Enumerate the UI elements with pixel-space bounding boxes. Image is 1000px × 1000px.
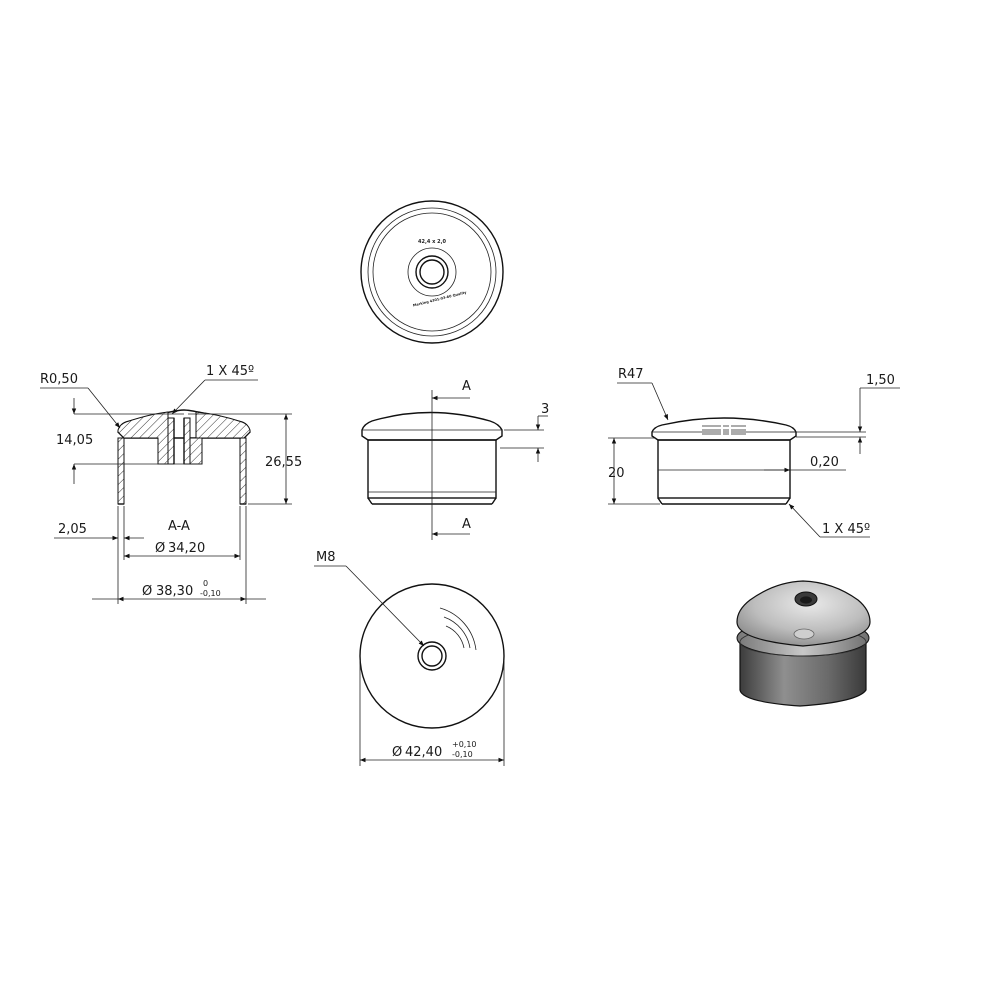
top-view: 42,4 x 2,0 Marking 4301-03-60 Quality (360, 200, 504, 344)
section-outer-dia-label: 38,30 (156, 584, 193, 599)
section-chamfer-label: 1 X 45º (206, 364, 254, 379)
section-total-height-label: 26,55 (265, 455, 302, 470)
top-view-ring-text-top: 42,4 x 2,0 (418, 239, 446, 245)
section-view: R0,50 1 X 45º 14,05 26,55 A-A 2,05 Ø 34,… (40, 364, 302, 604)
bottom-head-dia-tol-upper: +0,10 (452, 740, 477, 749)
section-inner-dia-symbol: Ø (155, 541, 165, 556)
side-dome-height-label: 1,50 (866, 373, 895, 388)
bottom-head-dia-label: 42,40 (405, 745, 442, 760)
section-outer-dia-symbol: Ø (142, 584, 152, 599)
front-view: A A 3 (361, 379, 549, 540)
front-section-mark-bottom: A (462, 517, 471, 532)
side-chamfer-label: 1 X 45º (822, 522, 870, 537)
bottom-thread-label: M8 (316, 550, 336, 565)
section-inner-dia-label: 34,20 (168, 541, 205, 556)
front-section-mark-top: A (462, 379, 471, 394)
side-height-label: 20 (608, 466, 625, 481)
section-radius-label: R0,50 (40, 372, 78, 387)
section-label: A-A (168, 519, 190, 534)
3d-render (736, 580, 871, 707)
section-wall-label: 2,05 (58, 522, 87, 537)
side-gap-label: 0,20 (810, 455, 839, 470)
section-outer-dia-tol-upper: 0 (203, 579, 208, 588)
section-top-height-label: 14,05 (56, 433, 93, 448)
bottom-view: M8 Ø 42,40 +0,10 -0,10 (314, 550, 505, 766)
section-outer-dia-tol-lower: -0,10 (200, 589, 221, 598)
bottom-head-dia-symbol: Ø (392, 745, 402, 760)
side-radius-label: R47 (618, 367, 644, 382)
side-view: R47 1,50 20 0,20 1 X 45º (608, 367, 900, 538)
front-lip-height-label: 3 (541, 402, 549, 417)
bottom-head-dia-tol-lower: -0,10 (452, 750, 473, 759)
